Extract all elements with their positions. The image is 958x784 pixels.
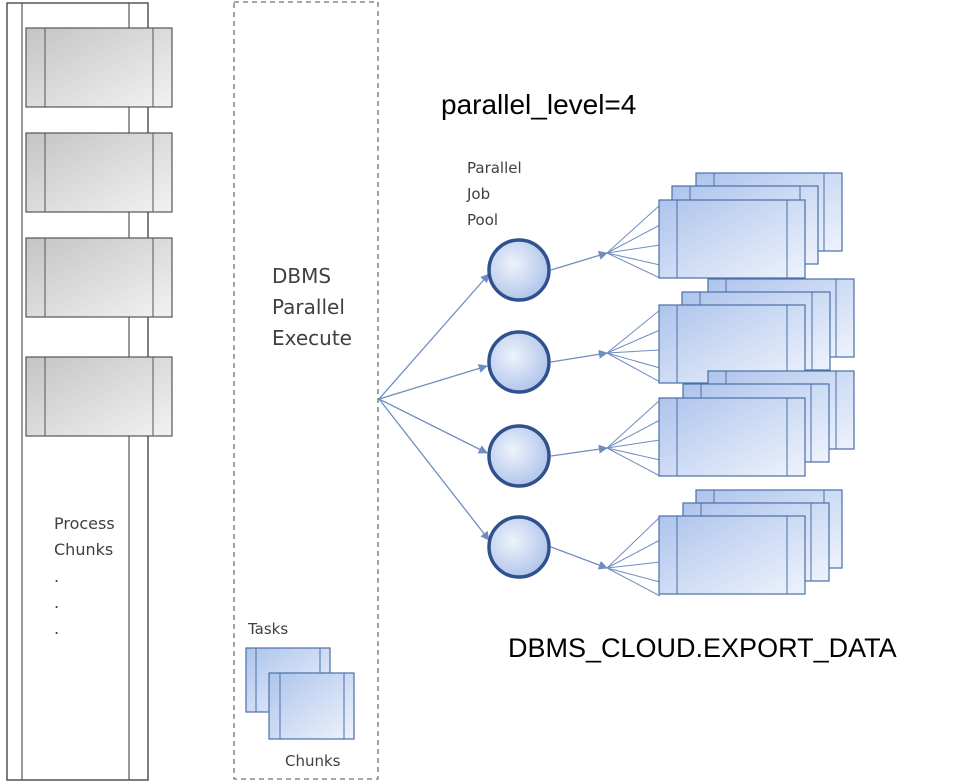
dbms-line: DBMS [272, 264, 331, 288]
parallel-level-label: parallel_level=4 [441, 89, 636, 120]
process-label-line: Process [54, 514, 115, 533]
process-chunk-block [25, 237, 173, 318]
chunks-label: Chunks [285, 752, 341, 770]
node-arrow [550, 251, 608, 271]
node-arrow [550, 349, 608, 363]
export-stack [658, 172, 843, 279]
process-chunk-block [25, 356, 173, 437]
dispatch-arrow [378, 398, 490, 541]
dispatch-arrow [378, 398, 488, 454]
dispatch-arrow [378, 273, 490, 400]
dot: . [54, 593, 59, 612]
export-data-label: DBMS_CLOUD.EXPORT_DATA [508, 633, 897, 663]
export-stack [658, 489, 843, 595]
dot: . [54, 619, 59, 638]
execute-line: Execute [272, 326, 352, 350]
process-chunk-block [25, 132, 173, 213]
dot: . [54, 567, 59, 586]
continuation-dots: . . . [54, 567, 64, 638]
export-card [658, 515, 806, 595]
pool-label-line: Pool [467, 211, 498, 229]
job-node [487, 424, 551, 488]
job-node [487, 330, 551, 394]
chunks-label-line: Chunks [54, 540, 113, 559]
dispatch-arrow [378, 364, 488, 400]
parallel-line: Parallel [272, 295, 345, 319]
pool-label-line: Job [466, 185, 490, 203]
export-card [658, 199, 806, 279]
parallel-job-pool-label: Parallel Job Pool [466, 159, 526, 229]
node-arrow [550, 546, 608, 570]
node-arrows [550, 251, 608, 570]
fan-lines [606, 204, 661, 597]
pool-label-line: Parallel [467, 159, 522, 177]
dbms-parallel-execute-box [233, 1, 379, 780]
job-node [487, 515, 551, 579]
export-card [658, 304, 806, 384]
task-chunk-card [268, 672, 355, 740]
export-stack [658, 278, 855, 384]
dispatch-arrows [378, 273, 490, 541]
job-pool-nodes [487, 238, 551, 579]
process-chunk-blocks [25, 27, 173, 437]
task-chunk-stack [245, 647, 355, 740]
job-node [487, 238, 551, 302]
export-stack [658, 370, 855, 477]
node-arrow [550, 444, 608, 457]
tasks-label: Tasks [247, 620, 288, 638]
process-chunks-label: Process Chunks [54, 514, 120, 559]
export-card [658, 397, 806, 477]
dbms-parallel-execute-label: DBMS Parallel Execute [272, 264, 352, 350]
process-chunk-block [25, 27, 173, 108]
